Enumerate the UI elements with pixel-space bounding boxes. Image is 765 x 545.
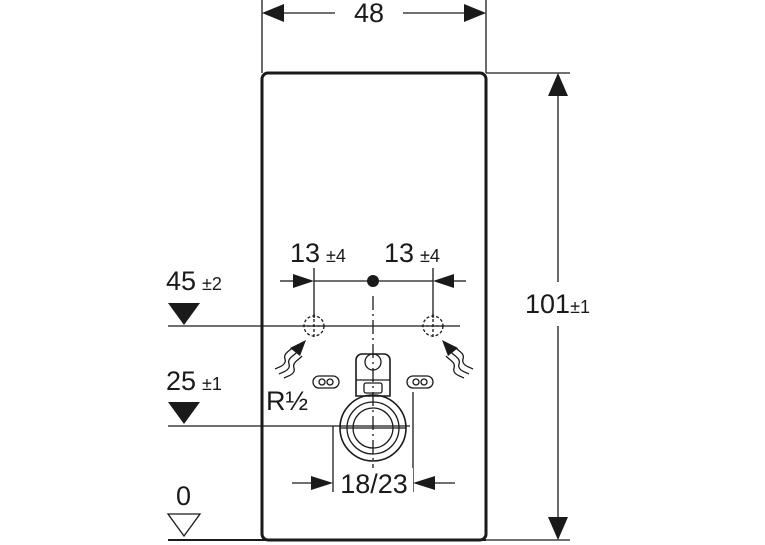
left-offset-label: 13±4 (290, 238, 346, 268)
flush-pipe (355, 353, 391, 397)
level-0-marker (166, 513, 202, 538)
right-offset-label: 13±4 (384, 238, 440, 268)
dimension-labels: 48 101±1 45±2 25±1 0 13±4 13±4 R½ 18/23 (166, 0, 600, 511)
offset-dimension (280, 268, 466, 318)
mounting-slot-left (312, 375, 340, 389)
drain-label: 18/23 (340, 469, 408, 499)
level-0-label: 0 (176, 481, 191, 511)
drain-connection (339, 394, 407, 462)
supply-arrow-right (442, 340, 474, 379)
height-dimension (486, 72, 570, 541)
height-label: 101±1 (525, 289, 590, 319)
level-45-label: 45±2 (166, 266, 222, 296)
supply-arrow-left (274, 340, 306, 379)
width-label: 48 (354, 0, 384, 28)
water-connection-left (302, 314, 326, 338)
level-25-marker (168, 402, 410, 427)
water-connection-right (421, 314, 445, 338)
mounting-slot-right (406, 375, 434, 389)
thread-label: R½ (266, 386, 308, 416)
width-dimension (261, 0, 487, 73)
level-25-label: 25±1 (166, 366, 222, 396)
